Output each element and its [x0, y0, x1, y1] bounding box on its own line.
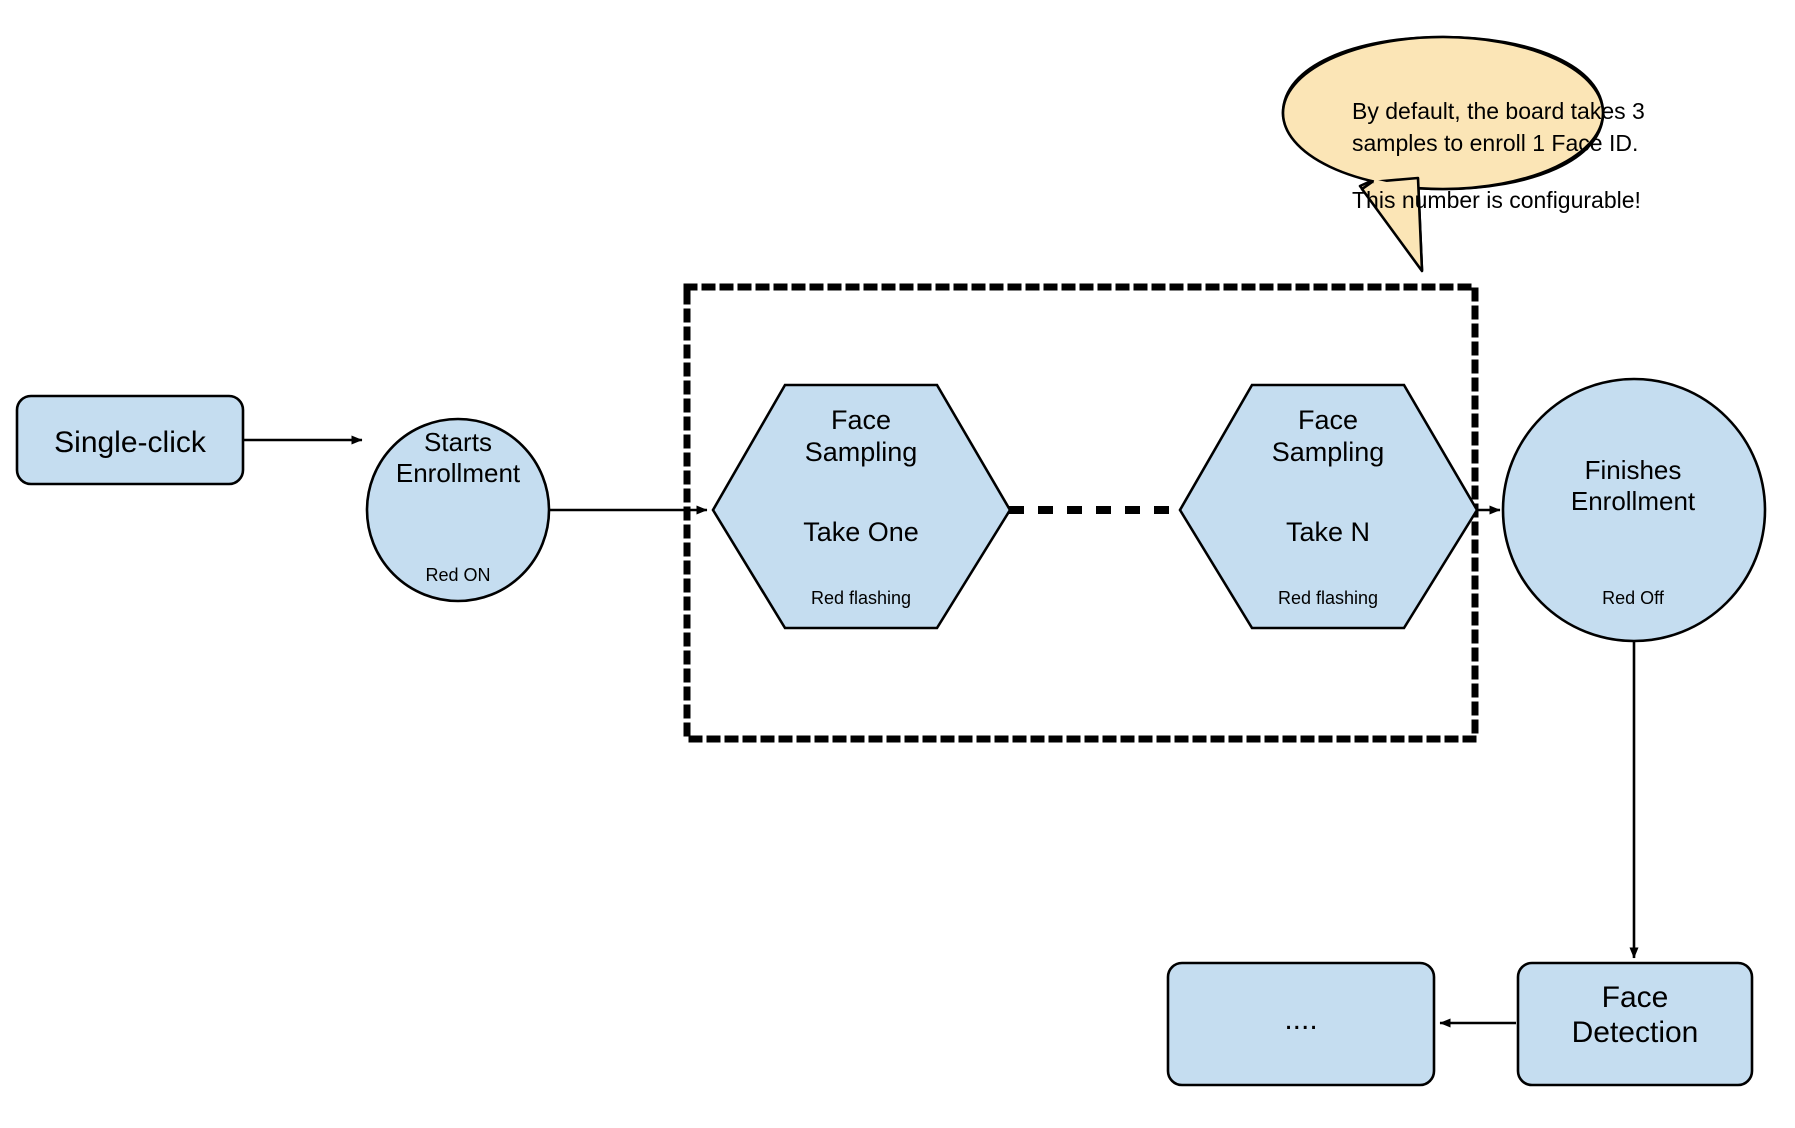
face-detection-node[interactable]: [1516, 961, 1754, 1087]
single-click-node[interactable]: [15, 394, 245, 486]
more-steps-node[interactable]: [1166, 961, 1436, 1087]
finishes-enrollment-node[interactable]: [1501, 377, 1767, 643]
starts-enrollment-node[interactable]: [365, 417, 551, 603]
face-sampling-n-node[interactable]: [1178, 383, 1479, 630]
callout-bubble: [1281, 35, 1605, 273]
face-sampling-one-node[interactable]: [711, 383, 1012, 630]
